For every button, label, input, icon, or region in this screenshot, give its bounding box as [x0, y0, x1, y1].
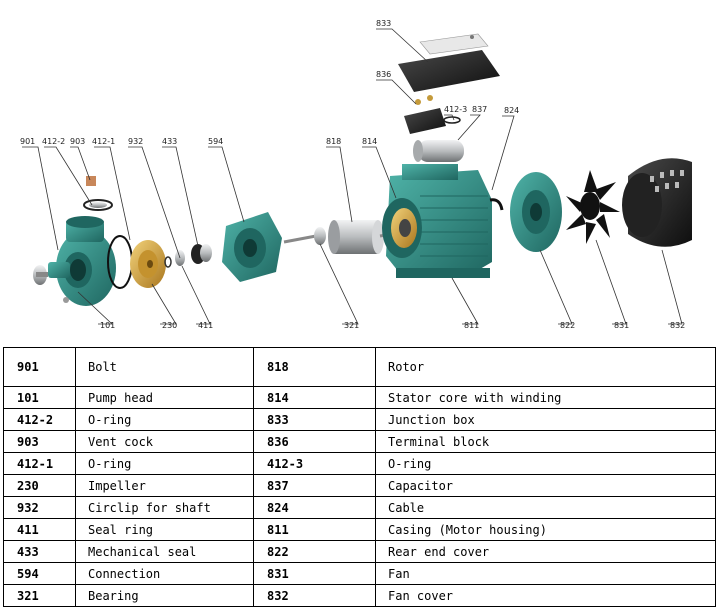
part-name-cell: Bearing	[75, 584, 254, 607]
part-name-cell: Mechanical seal	[75, 540, 254, 563]
terminal-block-part	[404, 95, 461, 134]
callout-412-1: 412-1	[92, 137, 115, 146]
callout-836: 836	[376, 70, 391, 79]
part-number-cell: 818	[253, 347, 376, 387]
part-name-cell: Fan	[375, 562, 716, 585]
callout-818: 818	[326, 137, 341, 146]
part-name-cell: Junction box	[375, 408, 716, 431]
part-number-cell: 412-1	[3, 452, 76, 475]
part-name-cell: Connection	[75, 562, 254, 585]
callout-932: 932	[128, 137, 143, 146]
capacitor-part	[413, 140, 504, 211]
part-number-cell: 822	[253, 540, 376, 563]
impeller-part	[130, 240, 166, 288]
rear-end-cover-part	[510, 172, 562, 252]
part-number-cell: 412-3	[253, 452, 376, 475]
callout-433: 433	[162, 137, 177, 146]
callout-903: 903	[70, 137, 85, 146]
callout-832: 832	[670, 321, 685, 330]
callout-594: 594	[208, 137, 223, 146]
part-number-cell: 824	[253, 496, 376, 519]
part-name-cell: O-ring	[375, 452, 716, 475]
connection-part	[222, 212, 282, 282]
leader-lines	[22, 28, 683, 325]
junction-box-part	[398, 33, 500, 92]
callout-412-2: 412-2	[42, 137, 65, 146]
seal-parts	[164, 244, 212, 268]
motor-casing-part	[382, 164, 492, 278]
part-name-cell: O-ring	[75, 452, 254, 475]
part-number-cell: 932	[3, 496, 76, 519]
part-number-cell: 411	[3, 518, 76, 541]
part-name-cell: Pump head	[75, 386, 254, 409]
part-name-cell: Impeller	[75, 474, 254, 497]
part-name-cell: Terminal block	[375, 430, 716, 453]
bolt-part	[33, 265, 48, 285]
part-name-cell: Cable	[375, 496, 716, 519]
part-name-cell: Seal ring	[75, 518, 254, 541]
part-number-cell: 903	[3, 430, 76, 453]
part-number-cell: 433	[3, 540, 76, 563]
part-number-cell: 833	[253, 408, 376, 431]
pump-head-part	[48, 216, 116, 306]
part-number-cell: 321	[3, 584, 76, 607]
fan-part	[566, 170, 620, 244]
part-number-cell: 230	[3, 474, 76, 497]
callout-411: 411	[198, 321, 213, 330]
part-number-cell: 101	[3, 386, 76, 409]
part-name-cell: Fan cover	[375, 584, 716, 607]
part-number-cell: 814	[253, 386, 376, 409]
part-number-cell: 412-2	[3, 408, 76, 431]
part-name-cell: O-ring	[75, 408, 254, 431]
part-name-cell: Bolt	[75, 347, 254, 387]
part-name-cell: Vent cock	[75, 430, 254, 453]
part-number-cell: 837	[253, 474, 376, 497]
callout-814: 814	[362, 137, 377, 146]
part-number-cell: 811	[253, 518, 376, 541]
part-number-cell: 832	[253, 584, 376, 607]
part-number-cell: 594	[3, 562, 76, 585]
vent-cock-part	[83, 176, 113, 211]
part-name-cell: Rear end cover	[375, 540, 716, 563]
callout-822: 822	[560, 321, 575, 330]
part-number-cell: 831	[253, 562, 376, 585]
callout-831: 831	[614, 321, 629, 330]
callout-101: 101	[100, 321, 115, 330]
part-number-cell: 901	[3, 347, 76, 387]
part-name-cell: Circlip for shaft	[75, 496, 254, 519]
part-name-cell: Stator core with winding	[375, 386, 716, 409]
callout-833: 833	[376, 19, 391, 28]
fan-cover-part	[622, 158, 692, 247]
callout-412-3: 412-3	[444, 105, 467, 114]
callout-811: 811	[464, 321, 479, 330]
callout-901: 901	[20, 137, 35, 146]
part-name-cell: Rotor	[375, 347, 716, 387]
callout-837: 837	[472, 105, 487, 114]
part-number-cell: 836	[253, 430, 376, 453]
part-name-cell: Capacitor	[375, 474, 716, 497]
callout-824: 824	[504, 106, 519, 115]
callout-321: 321	[344, 321, 359, 330]
callout-230: 230	[162, 321, 177, 330]
exploded-pump-diagram: 901 412-2 903 412-1 932 433 594 818 814 …	[20, 19, 692, 330]
part-name-cell: Casing (Motor housing)	[375, 518, 716, 541]
rotor-part	[283, 220, 393, 254]
